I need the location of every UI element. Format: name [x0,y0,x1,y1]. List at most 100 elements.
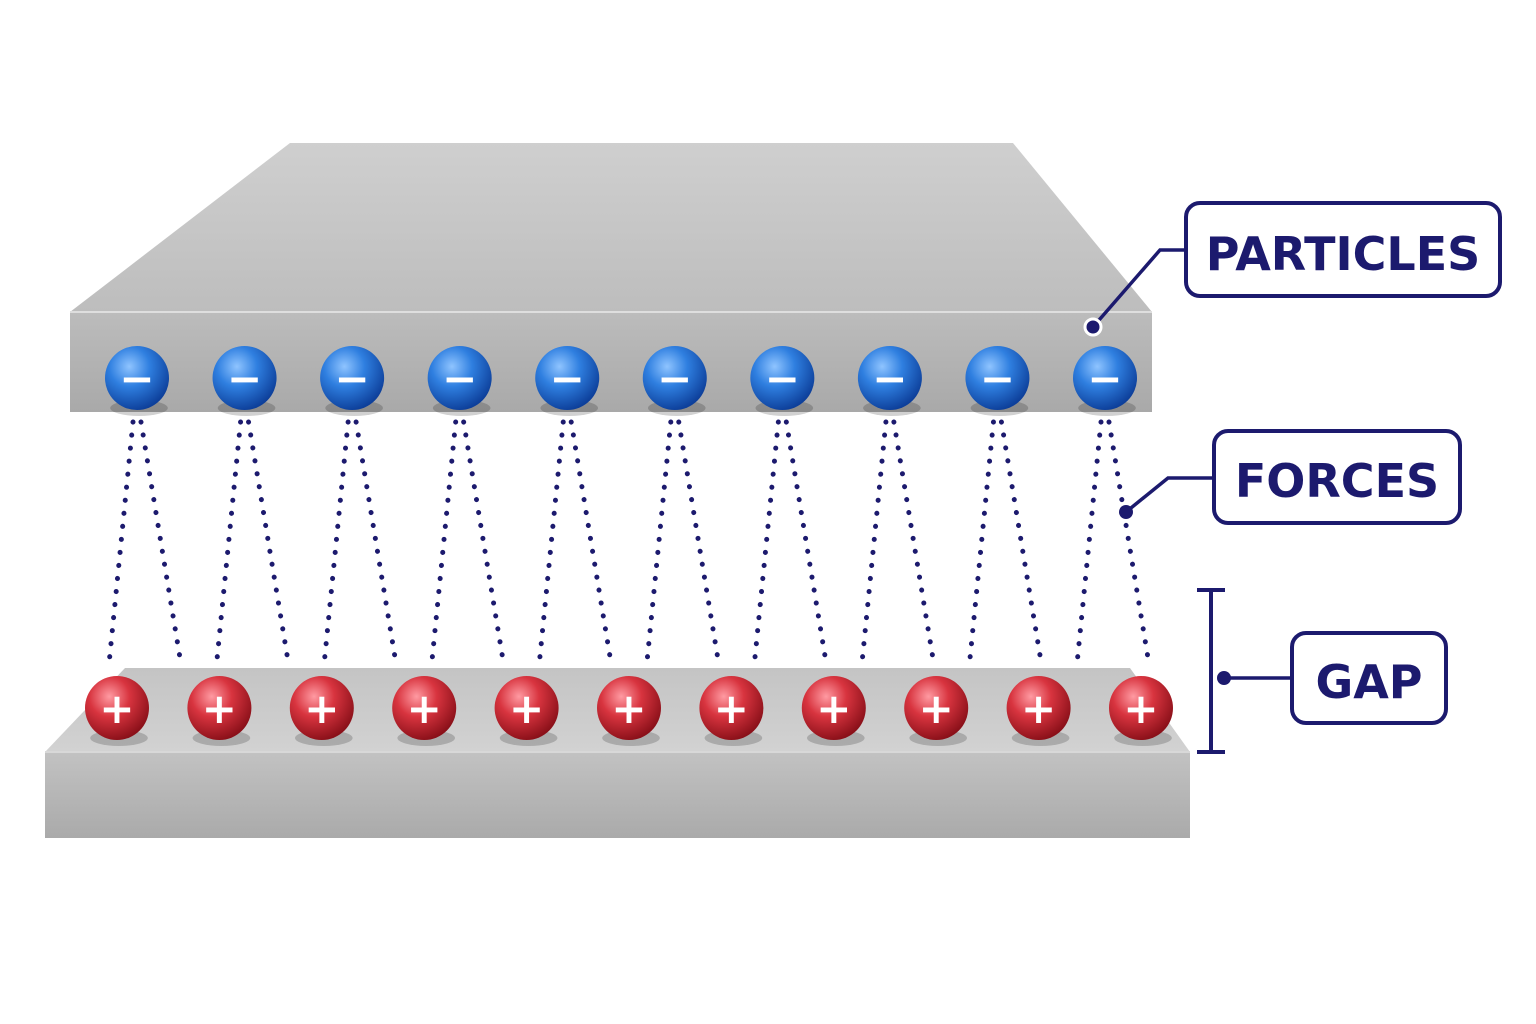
particle-sphere [597,676,661,740]
gap-label: GAP [1315,655,1422,709]
negative-sign: − [550,354,585,403]
particle-sphere [857,346,922,410]
positive-particle: + [1109,676,1173,746]
positive-particle: + [289,676,354,746]
particle-sphere [494,676,559,740]
force-line [106,419,136,667]
positive-sign: + [1021,684,1056,733]
negative-sign: − [765,354,800,403]
negative-particle: − [105,346,169,416]
negative-sign: − [872,354,907,403]
force-line [644,419,674,667]
positive-sign: + [99,684,134,733]
particle-sphere [392,676,457,740]
negative-particle: − [642,346,707,416]
particle-sphere [535,346,600,410]
bottom-plate-front-face [45,752,1190,838]
positive-particle: + [699,676,764,746]
forces-leader-line [1124,476,1214,514]
particle-sphere [1073,346,1137,410]
positive-sign: + [202,684,237,733]
negative-sign: − [335,354,370,403]
force-line [568,419,614,667]
gap-label-box [1290,631,1448,725]
forces-leader-dot [1119,505,1133,519]
positive-sign: + [714,684,749,733]
positive-sign: + [611,684,646,733]
positive-particle: + [85,676,149,746]
force-line [966,419,996,667]
positive-particle: + [494,676,559,746]
positive-sign: + [407,684,442,733]
force-line [891,419,937,667]
force-line [214,419,244,667]
force-line [751,419,781,667]
particles-leader-dot [1083,317,1103,337]
positive-sign: + [304,684,339,733]
particles-leader-line [1091,248,1186,329]
force-line [246,419,292,667]
force-line [461,419,507,667]
particle-sphere [320,346,385,410]
force-line [138,419,184,667]
positive-particles: + + + + + + + + + + + [85,676,1173,746]
particles-label: PARTICLES [1206,227,1481,281]
force-line [998,419,1044,667]
particle-sphere [427,346,492,410]
negative-sign: − [657,354,692,403]
negative-sign: − [980,354,1015,403]
negative-particle: − [427,346,492,416]
particle-sphere [105,346,169,410]
positive-sign: + [816,684,851,733]
particle-sphere [289,676,354,740]
negative-particle: − [857,346,922,416]
label-forces: FORCES [1119,429,1462,525]
force-line [676,419,722,667]
particle-sphere [801,676,866,740]
particle-sphere [85,676,149,740]
force-line [1106,419,1152,667]
negative-particle: − [965,346,1030,416]
particles-label-box [1184,201,1502,298]
negative-sign: − [442,354,477,403]
negative-particle: − [750,346,815,416]
gap-leader-dot [1217,671,1231,685]
particle-sphere [904,676,969,740]
positive-particle: + [597,676,661,746]
force-lines [106,419,1152,667]
negative-sign: − [119,354,154,403]
force-line [783,419,829,667]
force-line [859,419,889,667]
positive-particle: + [1006,676,1071,746]
label-gap: GAP [1197,588,1448,754]
negative-particle: − [535,346,600,416]
negative-particles: −−−−−−−−−− [105,346,1137,416]
positive-particle: + [187,676,252,746]
positive-particle: + [392,676,457,746]
top-plate-top-face [70,143,1152,312]
negative-particle: − [320,346,385,416]
negative-particle: − [212,346,277,416]
force-line [429,419,459,667]
particle-sphere [965,346,1030,410]
particle-sphere [699,676,764,740]
positive-sign: + [1123,684,1158,733]
label-particles: PARTICLES [1083,201,1502,337]
force-line [321,419,351,667]
particle-sphere [1109,676,1173,740]
particle-sphere [750,346,815,410]
particle-sphere [1006,676,1071,740]
force-line [353,419,399,667]
positive-particle: + [904,676,969,746]
negative-sign: − [227,354,262,403]
positive-sign: + [919,684,954,733]
positive-sign: + [509,684,544,733]
positive-particle: + [801,676,866,746]
forces-label-box [1212,429,1462,525]
force-line [1074,419,1104,667]
particle-sphere [187,676,252,740]
force-line [536,419,566,667]
particle-sphere [212,346,277,410]
negative-particle: − [1073,346,1137,416]
negative-sign: − [1087,354,1122,403]
